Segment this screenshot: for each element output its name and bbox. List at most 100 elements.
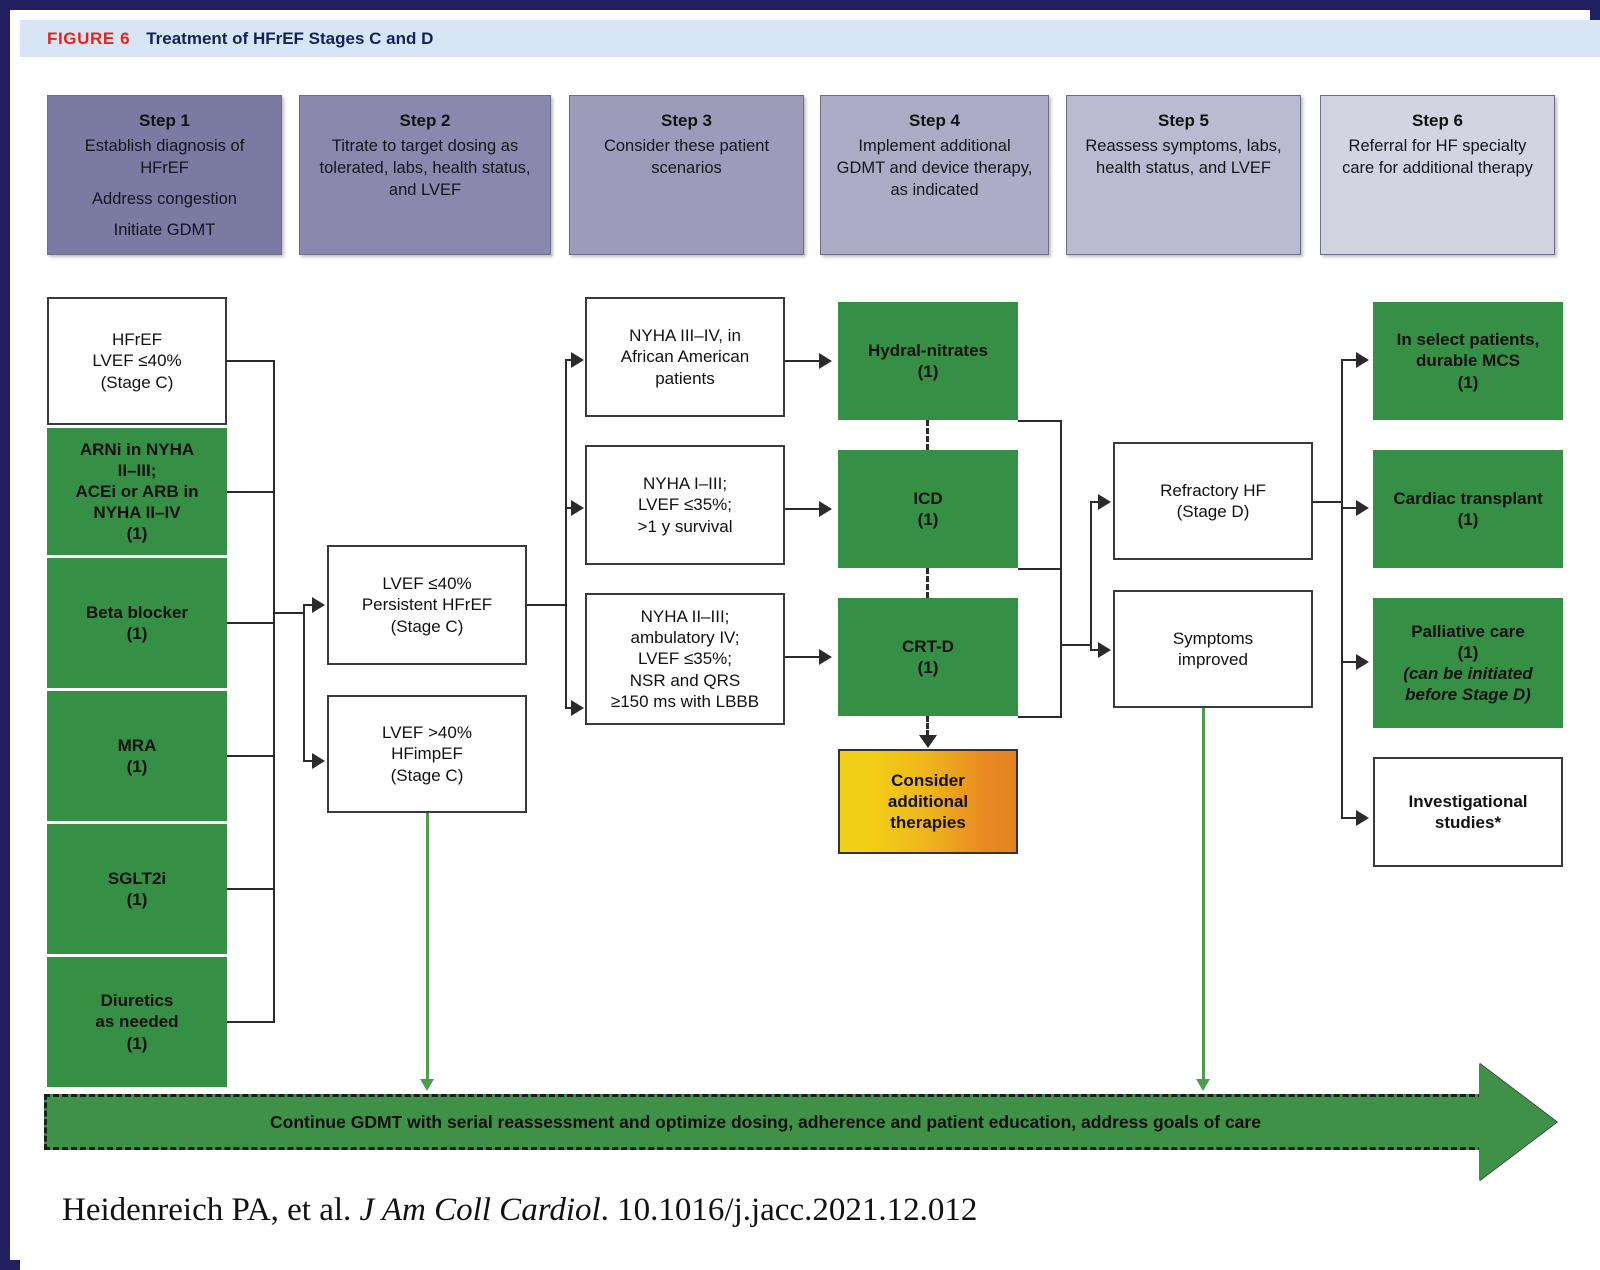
node-text: SGLT2i(1) bbox=[107, 868, 167, 909]
arrow-to-crt-d bbox=[819, 649, 832, 665]
step-desc: Referral for HF specialty care for addit… bbox=[1321, 136, 1554, 180]
arrow-to-hydral-nitrates bbox=[819, 353, 832, 369]
step-desc-line: Titrate to target dosing as tolerated, l… bbox=[319, 137, 531, 199]
dashed-connector-icd-crt bbox=[926, 568, 929, 598]
connector bbox=[1018, 568, 1062, 570]
node-durable-mcs[interactable]: In select patients,durable MCS(1) bbox=[1373, 302, 1563, 420]
node-text: In select patients,durable MCS(1) bbox=[1396, 330, 1540, 392]
continue-gdmt-banner: Continue GDMT with serial reassessment a… bbox=[44, 1094, 1484, 1150]
connector bbox=[785, 508, 820, 510]
step-desc: Establish diagnosis of HFrEF Address con… bbox=[48, 136, 281, 241]
connector bbox=[527, 604, 567, 606]
node-mra[interactable]: MRA(1) bbox=[47, 691, 227, 821]
connector-bus-vertical bbox=[1341, 359, 1343, 819]
step-title: Step 2 bbox=[399, 111, 451, 130]
banner-text: Continue GDMT with serial reassessment a… bbox=[270, 1111, 1261, 1132]
node-text: Palliative care(1) bbox=[1411, 621, 1525, 662]
node-cardiac-transplant[interactable]: Cardiac transplant(1) bbox=[1373, 450, 1563, 568]
node-beta-blocker[interactable]: Beta blocker(1) bbox=[47, 558, 227, 688]
step-header-6: Step 6 Referral for HF specialty care fo… bbox=[1320, 95, 1555, 255]
connector bbox=[227, 622, 275, 624]
connector bbox=[227, 888, 275, 890]
connector bbox=[1090, 501, 1092, 651]
step-header-4: Step 4 Implement additional GDMT and dev… bbox=[820, 95, 1049, 255]
arrow-to-nyha-3-4 bbox=[571, 352, 584, 368]
connector-bus-vertical bbox=[1060, 420, 1062, 718]
node-text: NYHA II–III;ambulatory IV;LVEF ≤35%;NSR … bbox=[610, 607, 760, 711]
citation: Heidenreich PA, et al. J Am Coll Cardiol… bbox=[62, 1192, 977, 1229]
arrow-to-refractory-hf bbox=[1098, 494, 1111, 510]
green-arrow-down-left bbox=[420, 1079, 434, 1091]
green-arrow-down-right bbox=[1196, 1079, 1210, 1091]
node-icd[interactable]: ICD(1) bbox=[838, 450, 1018, 568]
node-crt-d[interactable]: CRT-D(1) bbox=[838, 598, 1018, 716]
connector bbox=[785, 656, 820, 658]
connector bbox=[227, 1021, 275, 1023]
node-text: Refractory HF(Stage D) bbox=[1160, 480, 1266, 521]
node-text: NYHA I–III;LVEF ≤35%;>1 y survival bbox=[637, 474, 733, 536]
node-lvef-persistent-hfref[interactable]: LVEF ≤40%Persistent HFrEF(Stage C) bbox=[327, 545, 527, 665]
step-desc-line: Implement additional GDMT and device the… bbox=[836, 137, 1033, 199]
dashed-connector-hydral-icd bbox=[926, 420, 929, 450]
step-header-5: Step 5 Reassess symptoms, labs, health s… bbox=[1066, 95, 1301, 255]
connector bbox=[303, 604, 314, 606]
step-title: Step 5 bbox=[1157, 111, 1210, 130]
green-connector-symptoms-to-banner bbox=[1202, 708, 1205, 1081]
node-sglt2i[interactable]: SGLT2i(1) bbox=[47, 824, 227, 954]
arrow-to-nyha-2-3 bbox=[571, 700, 584, 716]
arrow-to-hfimpef bbox=[312, 753, 325, 769]
connector bbox=[1341, 359, 1357, 361]
node-lvef-hfimpef[interactable]: LVEF >40%HFimpEF(Stage C) bbox=[327, 695, 527, 813]
node-refractory-hf-stage-d[interactable]: Refractory HF(Stage D) bbox=[1113, 442, 1313, 560]
arrow-to-cardiac-transplant bbox=[1356, 500, 1369, 516]
step-desc-line: Address congestion bbox=[92, 189, 237, 208]
node-nyha-1-3-icd-criteria[interactable]: NYHA I–III;LVEF ≤35%;>1 y survival bbox=[585, 445, 785, 565]
node-text: LVEF ≤40%Persistent HFrEF(Stage C) bbox=[361, 574, 493, 636]
connector bbox=[303, 604, 305, 762]
node-text: MRA(1) bbox=[117, 735, 157, 776]
node-text: LVEF >40%HFimpEF(Stage C) bbox=[382, 723, 472, 785]
connector bbox=[1341, 507, 1357, 509]
connector bbox=[1313, 501, 1343, 503]
arrow-to-nyha-1-3 bbox=[571, 500, 584, 516]
connector bbox=[1090, 501, 1100, 503]
connector bbox=[565, 359, 567, 709]
green-connector-hfimpef-to-banner bbox=[426, 813, 429, 1081]
step-title: Step 1 bbox=[138, 111, 191, 130]
node-hydral-nitrates[interactable]: Hydral-nitrates(1) bbox=[838, 302, 1018, 420]
arrow-to-investigational-studies bbox=[1356, 810, 1369, 826]
step-desc-line: Establish diagnosis of HFrEF bbox=[84, 137, 245, 178]
step-title: Step 3 bbox=[660, 111, 713, 130]
figure-header: FIGURE 6 Treatment of HFrEF Stages C and… bbox=[20, 20, 1600, 57]
node-text: Cardiac transplant(1) bbox=[1393, 488, 1543, 529]
connector bbox=[1018, 420, 1062, 422]
step-desc-line: Initiate GDMT bbox=[113, 220, 216, 239]
figure-canvas: Step 1 Establish diagnosis of HFrEF Addr… bbox=[20, 57, 1600, 1270]
arrow-to-persistent-hfref bbox=[312, 597, 325, 613]
citation-authors: Heidenreich PA, et al. bbox=[62, 1192, 352, 1228]
step-desc-line: Referral for HF specialty care for addit… bbox=[1342, 137, 1533, 178]
step-header-3: Step 3 Consider these patient scenarios bbox=[569, 95, 804, 255]
node-nyha-2-3-crt-criteria[interactable]: NYHA II–III;ambulatory IV;LVEF ≤35%;NSR … bbox=[585, 593, 785, 725]
arrow-to-consider-therapies bbox=[919, 735, 937, 748]
arrow-to-symptoms-improved bbox=[1098, 642, 1111, 658]
node-text: CRT-D(1) bbox=[902, 636, 954, 677]
connector bbox=[1018, 716, 1062, 718]
connector bbox=[565, 707, 573, 709]
